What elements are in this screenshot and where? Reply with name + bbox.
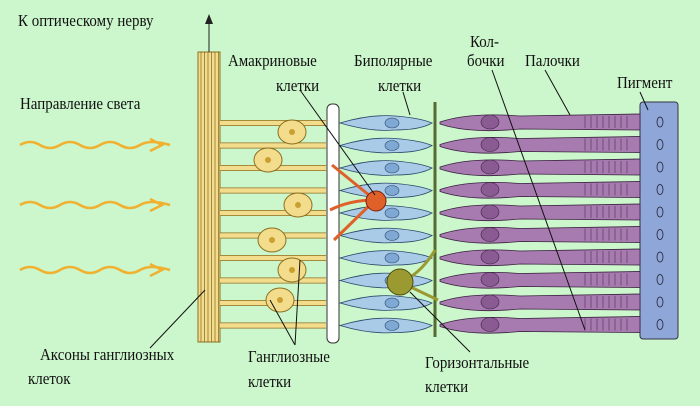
amacrine-cell: [365, 190, 387, 212]
pigment-cell: [656, 251, 664, 263]
pigment-cell: [656, 161, 664, 173]
rod-nucleus: [480, 137, 500, 152]
label-pigment: Пигмент: [617, 73, 673, 92]
rod-nucleus: [480, 249, 500, 265]
label-bipolar-2: клетки: [378, 76, 422, 95]
label-amacrine-2: клетки: [276, 76, 320, 95]
rod-nucleus: [480, 272, 500, 287]
rod-cell: [439, 158, 641, 177]
label-amacrine: Амакриновые: [228, 51, 317, 70]
bipolar-nucleus: [384, 297, 400, 309]
bipolar-nucleus: [384, 185, 400, 196]
ganglion-nucleus: [289, 267, 295, 273]
leader-line: [491, 69, 586, 331]
pigment-cell: [656, 319, 664, 330]
label-rods: Палочки: [525, 51, 580, 70]
rod-nucleus: [480, 204, 500, 220]
bipolar-nucleus: [384, 117, 400, 129]
pigment-cell: [656, 184, 664, 195]
leader-line: [299, 89, 376, 196]
rod-nucleus: [480, 317, 500, 332]
label-cones-2: бочки: [467, 51, 505, 70]
leader-line: [294, 259, 301, 346]
light-arrowhead: [149, 262, 165, 278]
label-light-direction: Направление света: [20, 94, 141, 113]
bipolar-nucleus: [384, 140, 400, 151]
leader-line: [544, 69, 571, 116]
leader-line: [269, 299, 296, 346]
label-cones: Кол-: [470, 32, 499, 51]
leader-line: [639, 91, 649, 111]
rod-cell: [439, 316, 641, 334]
rod-cell: [439, 248, 641, 267]
pigment-cell: [656, 139, 664, 150]
pigment-cell: [656, 116, 664, 128]
leader-line: [409, 291, 471, 353]
rod-nucleus: [480, 294, 500, 310]
bipolar-nucleus: [384, 320, 400, 331]
label-axons: Аксоны ганглиозных: [40, 345, 175, 364]
pigment-cell: [656, 229, 664, 240]
light-arrow: [19, 200, 171, 210]
ganglion-nucleus: [295, 202, 301, 208]
ganglion-nucleus: [277, 297, 283, 303]
ganglion-nucleus: [269, 237, 275, 243]
label-horizontal-2: клетки: [425, 377, 469, 396]
pigment-cell: [656, 206, 664, 218]
leader-line: [402, 91, 411, 116]
bipolar-nucleus: [384, 162, 400, 174]
horizontal-cell: [386, 268, 414, 296]
pigment-layer: [639, 101, 679, 340]
label-ganglion-2: клетки: [248, 372, 292, 391]
rod-cell: [439, 293, 641, 312]
rod-cell: [439, 113, 641, 132]
rod-nucleus: [480, 182, 500, 197]
label-horizontal: Горизонтальные: [425, 353, 530, 372]
bipolar-nucleus: [384, 230, 400, 241]
rod-cell: [439, 271, 641, 289]
ganglion-nucleus: [265, 157, 271, 163]
bipolar-nucleus: [384, 252, 400, 264]
rod-cell: [439, 181, 641, 199]
light-arrowhead: [149, 137, 165, 153]
label-optic-nerve: К оптическому нерву: [18, 11, 154, 30]
label-bipolar: Биполярные: [354, 51, 433, 70]
light-arrowhead: [149, 197, 165, 213]
light-arrow: [19, 265, 171, 275]
label-axons-2: клеток: [28, 369, 71, 388]
rod-nucleus: [480, 227, 500, 242]
rod-nucleus: [480, 159, 500, 175]
rod-cell: [439, 226, 641, 244]
pigment-cell: [656, 274, 664, 285]
rod-cell: [439, 136, 641, 154]
light-arrow: [19, 140, 171, 150]
optic-nerve-arrowhead: [205, 14, 213, 24]
bipolar-nucleus: [384, 207, 400, 219]
leader-line: [149, 289, 206, 349]
ganglion-nucleus: [289, 129, 295, 135]
pigment-cell: [656, 296, 664, 308]
inner-synaptic-layer: [326, 103, 340, 344]
label-ganglion: Ганглиозные: [248, 347, 330, 366]
rod-cell: [439, 203, 641, 222]
rod-nucleus: [480, 114, 500, 130]
